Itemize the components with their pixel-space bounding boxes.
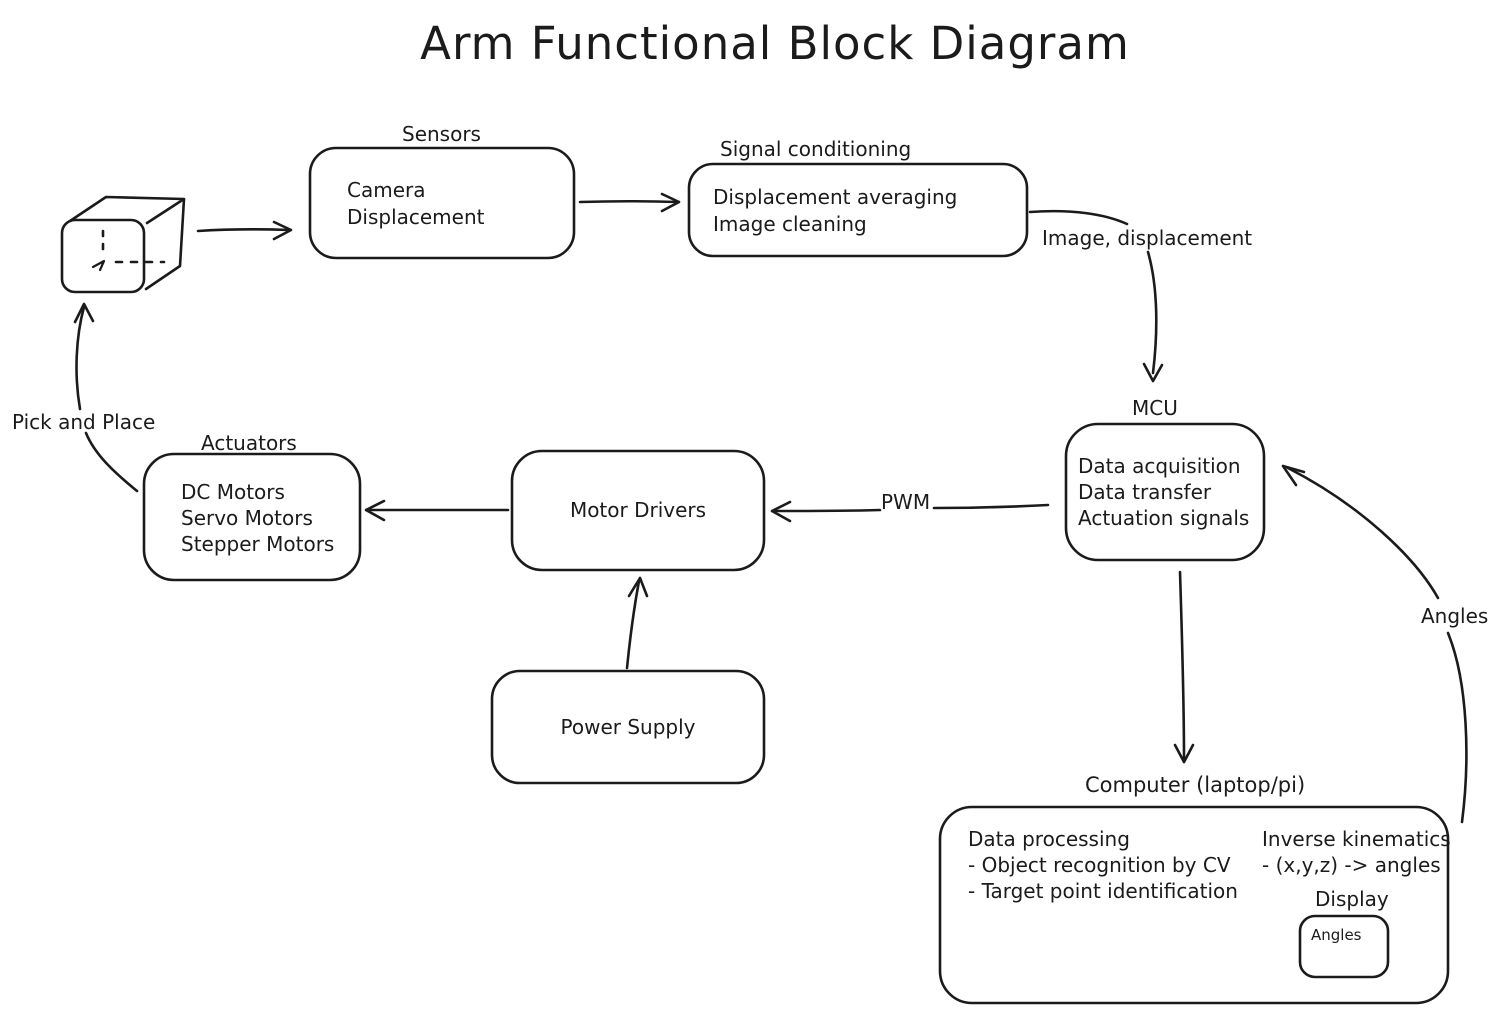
page-title: Arm Functional Block Diagram xyxy=(420,17,1130,70)
display-content: Angles xyxy=(1311,926,1362,944)
computer-inverse-kinematics: Inverse kinematics - (x,y,z) -> angles xyxy=(1262,827,1451,877)
sensors-content: Camera Displacement xyxy=(347,178,485,229)
mcu-label: MCU xyxy=(1132,396,1178,420)
display-label: Display xyxy=(1315,887,1389,911)
sensors-box xyxy=(308,146,576,260)
cube-icon xyxy=(60,195,186,294)
power-supply-label: Power Supply xyxy=(560,715,696,739)
arrow-motor-drivers-to-actuators xyxy=(364,499,510,522)
edge-label-image-displacement: Image, displacement xyxy=(1042,226,1253,250)
arrow-mcu-to-computer xyxy=(1173,570,1195,764)
signal-conditioning-box xyxy=(687,162,1029,258)
arrow-power-to-motor-drivers xyxy=(625,576,649,670)
arrow-workpiece-to-sensors xyxy=(196,220,293,241)
edge-label-angles: Angles xyxy=(1421,604,1489,628)
arrow-pick-and-place xyxy=(73,302,139,493)
arrow-sensors-to-signal xyxy=(578,192,681,213)
mcu-box xyxy=(1064,422,1266,562)
sensors-label: Sensors xyxy=(402,122,481,146)
computer-box xyxy=(938,805,1450,1005)
computer-label: Computer (laptop/pi) xyxy=(1085,773,1306,797)
power-supply-box xyxy=(490,669,766,785)
signal-conditioning-label: Signal conditioning xyxy=(720,137,912,161)
actuators-content: DC Motors Servo Motors Stepper Motors xyxy=(181,480,335,556)
signal-conditioning-content: Displacement averaging Image cleaning xyxy=(713,185,958,236)
computer-data-processing: Data processing - Object recognition by … xyxy=(968,827,1238,903)
motor-drivers-box xyxy=(510,449,766,572)
actuators-label: Actuators xyxy=(201,431,297,455)
edge-label-pick-and-place: Pick and Place xyxy=(12,410,156,434)
actuators-box xyxy=(142,452,362,582)
edge-label-pwm: PWM xyxy=(881,490,931,514)
arrow-mcu-to-motor-drivers xyxy=(770,500,1050,523)
mcu-content: Data acquisition Data transfer Actuation… xyxy=(1078,454,1250,530)
arrow-signal-to-mcu xyxy=(1028,209,1164,383)
motor-drivers-label: Motor Drivers xyxy=(569,498,707,522)
arrow-angles-to-mcu xyxy=(1281,464,1468,824)
display-box xyxy=(1298,914,1390,979)
